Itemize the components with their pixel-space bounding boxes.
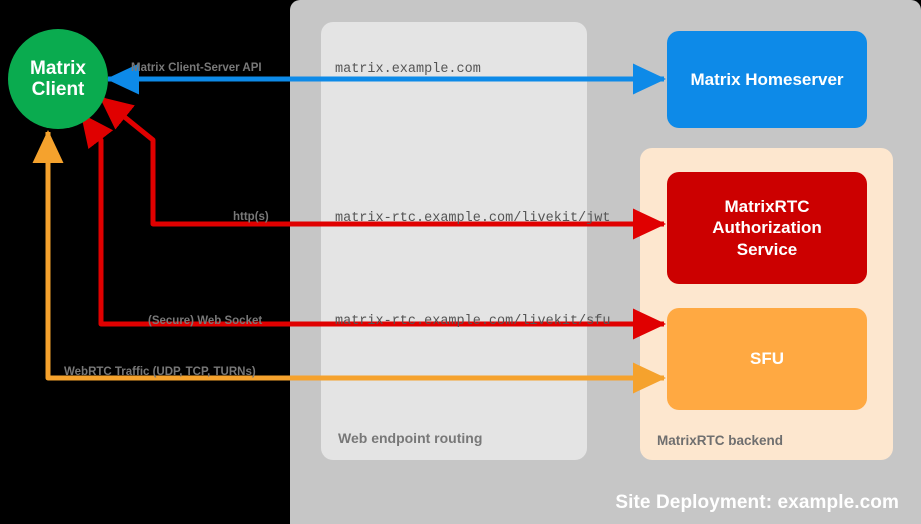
node-matrix-homeserver[interactable]: Matrix Homeserver xyxy=(667,31,867,128)
node-matrixrtc-authorization-service[interactable]: MatrixRTC Authorization Service xyxy=(667,172,867,284)
matrixrtc-auth-label-line1: MatrixRTC xyxy=(724,197,810,217)
matrixrtc-backend-label: MatrixRTC backend xyxy=(657,433,784,448)
matrix-client-label-line2: Client xyxy=(31,79,85,100)
connector-label-https: http(s) xyxy=(233,211,269,223)
connector-label-webrtc-traffic: WebRTC Traffic (UDP, TCP, TURNs) xyxy=(64,366,256,378)
node-matrix-client[interactable]: Matrix Client xyxy=(8,29,108,129)
web-endpoint-routing-label: Web endpoint routing xyxy=(338,430,483,446)
site-deployment-label: Site Deployment: example.com xyxy=(615,492,899,513)
matrixrtc-auth-label-line3: Service xyxy=(736,239,798,259)
endpoint-url-livekit-jwt: matrix-rtc.example.com/livekit/jwt xyxy=(335,211,611,226)
endpoint-url-matrix: matrix.example.com xyxy=(335,62,481,77)
matrix-homeserver-label: Matrix Homeserver xyxy=(690,69,844,89)
matrixrtc-auth-label-line2: Authorization xyxy=(712,218,822,238)
node-sfu[interactable]: SFU xyxy=(667,308,867,410)
connector-webrtc-traffic xyxy=(32,129,667,394)
sfu-label: SFU xyxy=(750,349,784,368)
connector-label-matrix-client-server-api: Matrix Client-Server API xyxy=(131,62,262,74)
connector-label-secure-web-socket: (Secure) Web Socket xyxy=(148,315,263,327)
matrix-client-label-line1: Matrix xyxy=(30,57,86,79)
endpoint-url-livekit-sfu: matrix-rtc.example.com/livekit/sfu xyxy=(335,314,611,329)
connector-https xyxy=(99,96,667,240)
